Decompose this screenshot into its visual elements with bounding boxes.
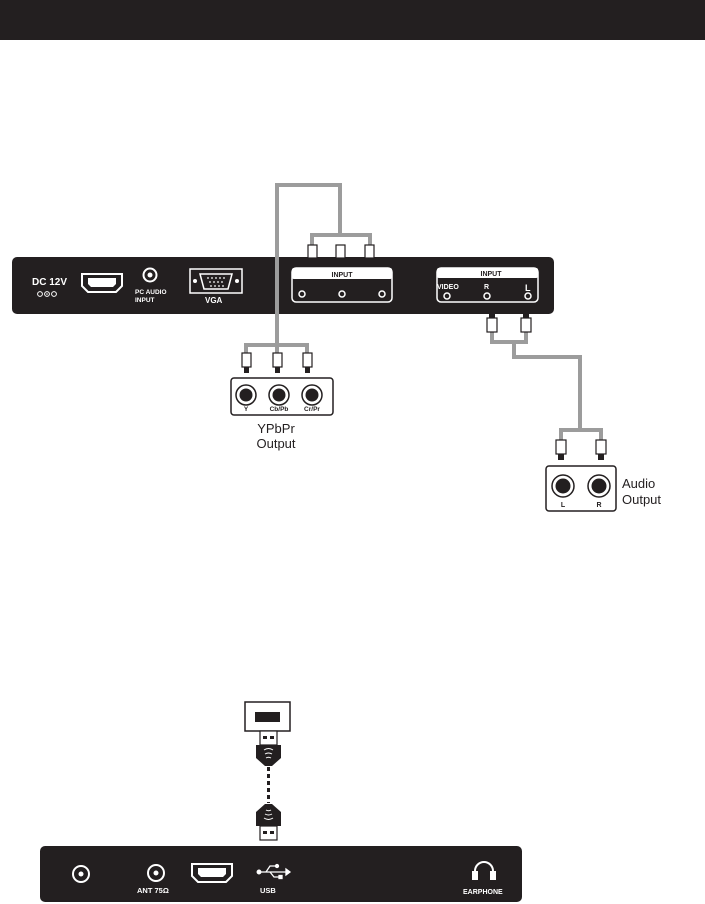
audio-plugs-top (487, 312, 531, 332)
av-input-label: INPUT (481, 271, 503, 278)
rear-panel-bottom (40, 846, 522, 902)
ypbpr-caption-2: Output (256, 436, 295, 451)
vga-label: VGA (205, 296, 223, 305)
usb-plug-lower (256, 804, 281, 840)
earphone-label: EARPHONE (463, 889, 503, 896)
ypbpr-jack-cb: Cb/Pb (270, 406, 289, 413)
audio-caption-1: Audio (622, 476, 655, 491)
pc-audio-label-2: INPUT (135, 297, 155, 304)
r-label: R (484, 284, 489, 291)
usb-flash-drive (245, 702, 290, 766)
component-input-label: INPUT (332, 272, 354, 279)
audio-caption-2: Output (622, 492, 661, 507)
l-label: L (525, 283, 531, 293)
audio-plugs-device (556, 440, 606, 460)
audio-cable (492, 330, 601, 440)
rear-panel-top: DC 12V PC AUDIO INPUT (12, 257, 554, 314)
audio-jack-l: L (561, 502, 566, 509)
pc-audio-label-1: PC AUDIO (135, 289, 167, 296)
audio-output-device (546, 466, 616, 511)
dc-12v-label: DC 12V (32, 277, 67, 288)
ypbpr-jack-cr: Cr/Pr (304, 406, 320, 413)
ypbpr-jack-y: Y (244, 406, 249, 413)
usb-label: USB (260, 886, 276, 895)
audio-jack-r: R (596, 502, 601, 509)
ypbpr-caption-1: YPbPr (257, 421, 295, 436)
component-plugs-device (242, 353, 312, 373)
ant-label: ANT 75Ω (137, 886, 169, 895)
video-label: VIDEO (437, 284, 459, 291)
